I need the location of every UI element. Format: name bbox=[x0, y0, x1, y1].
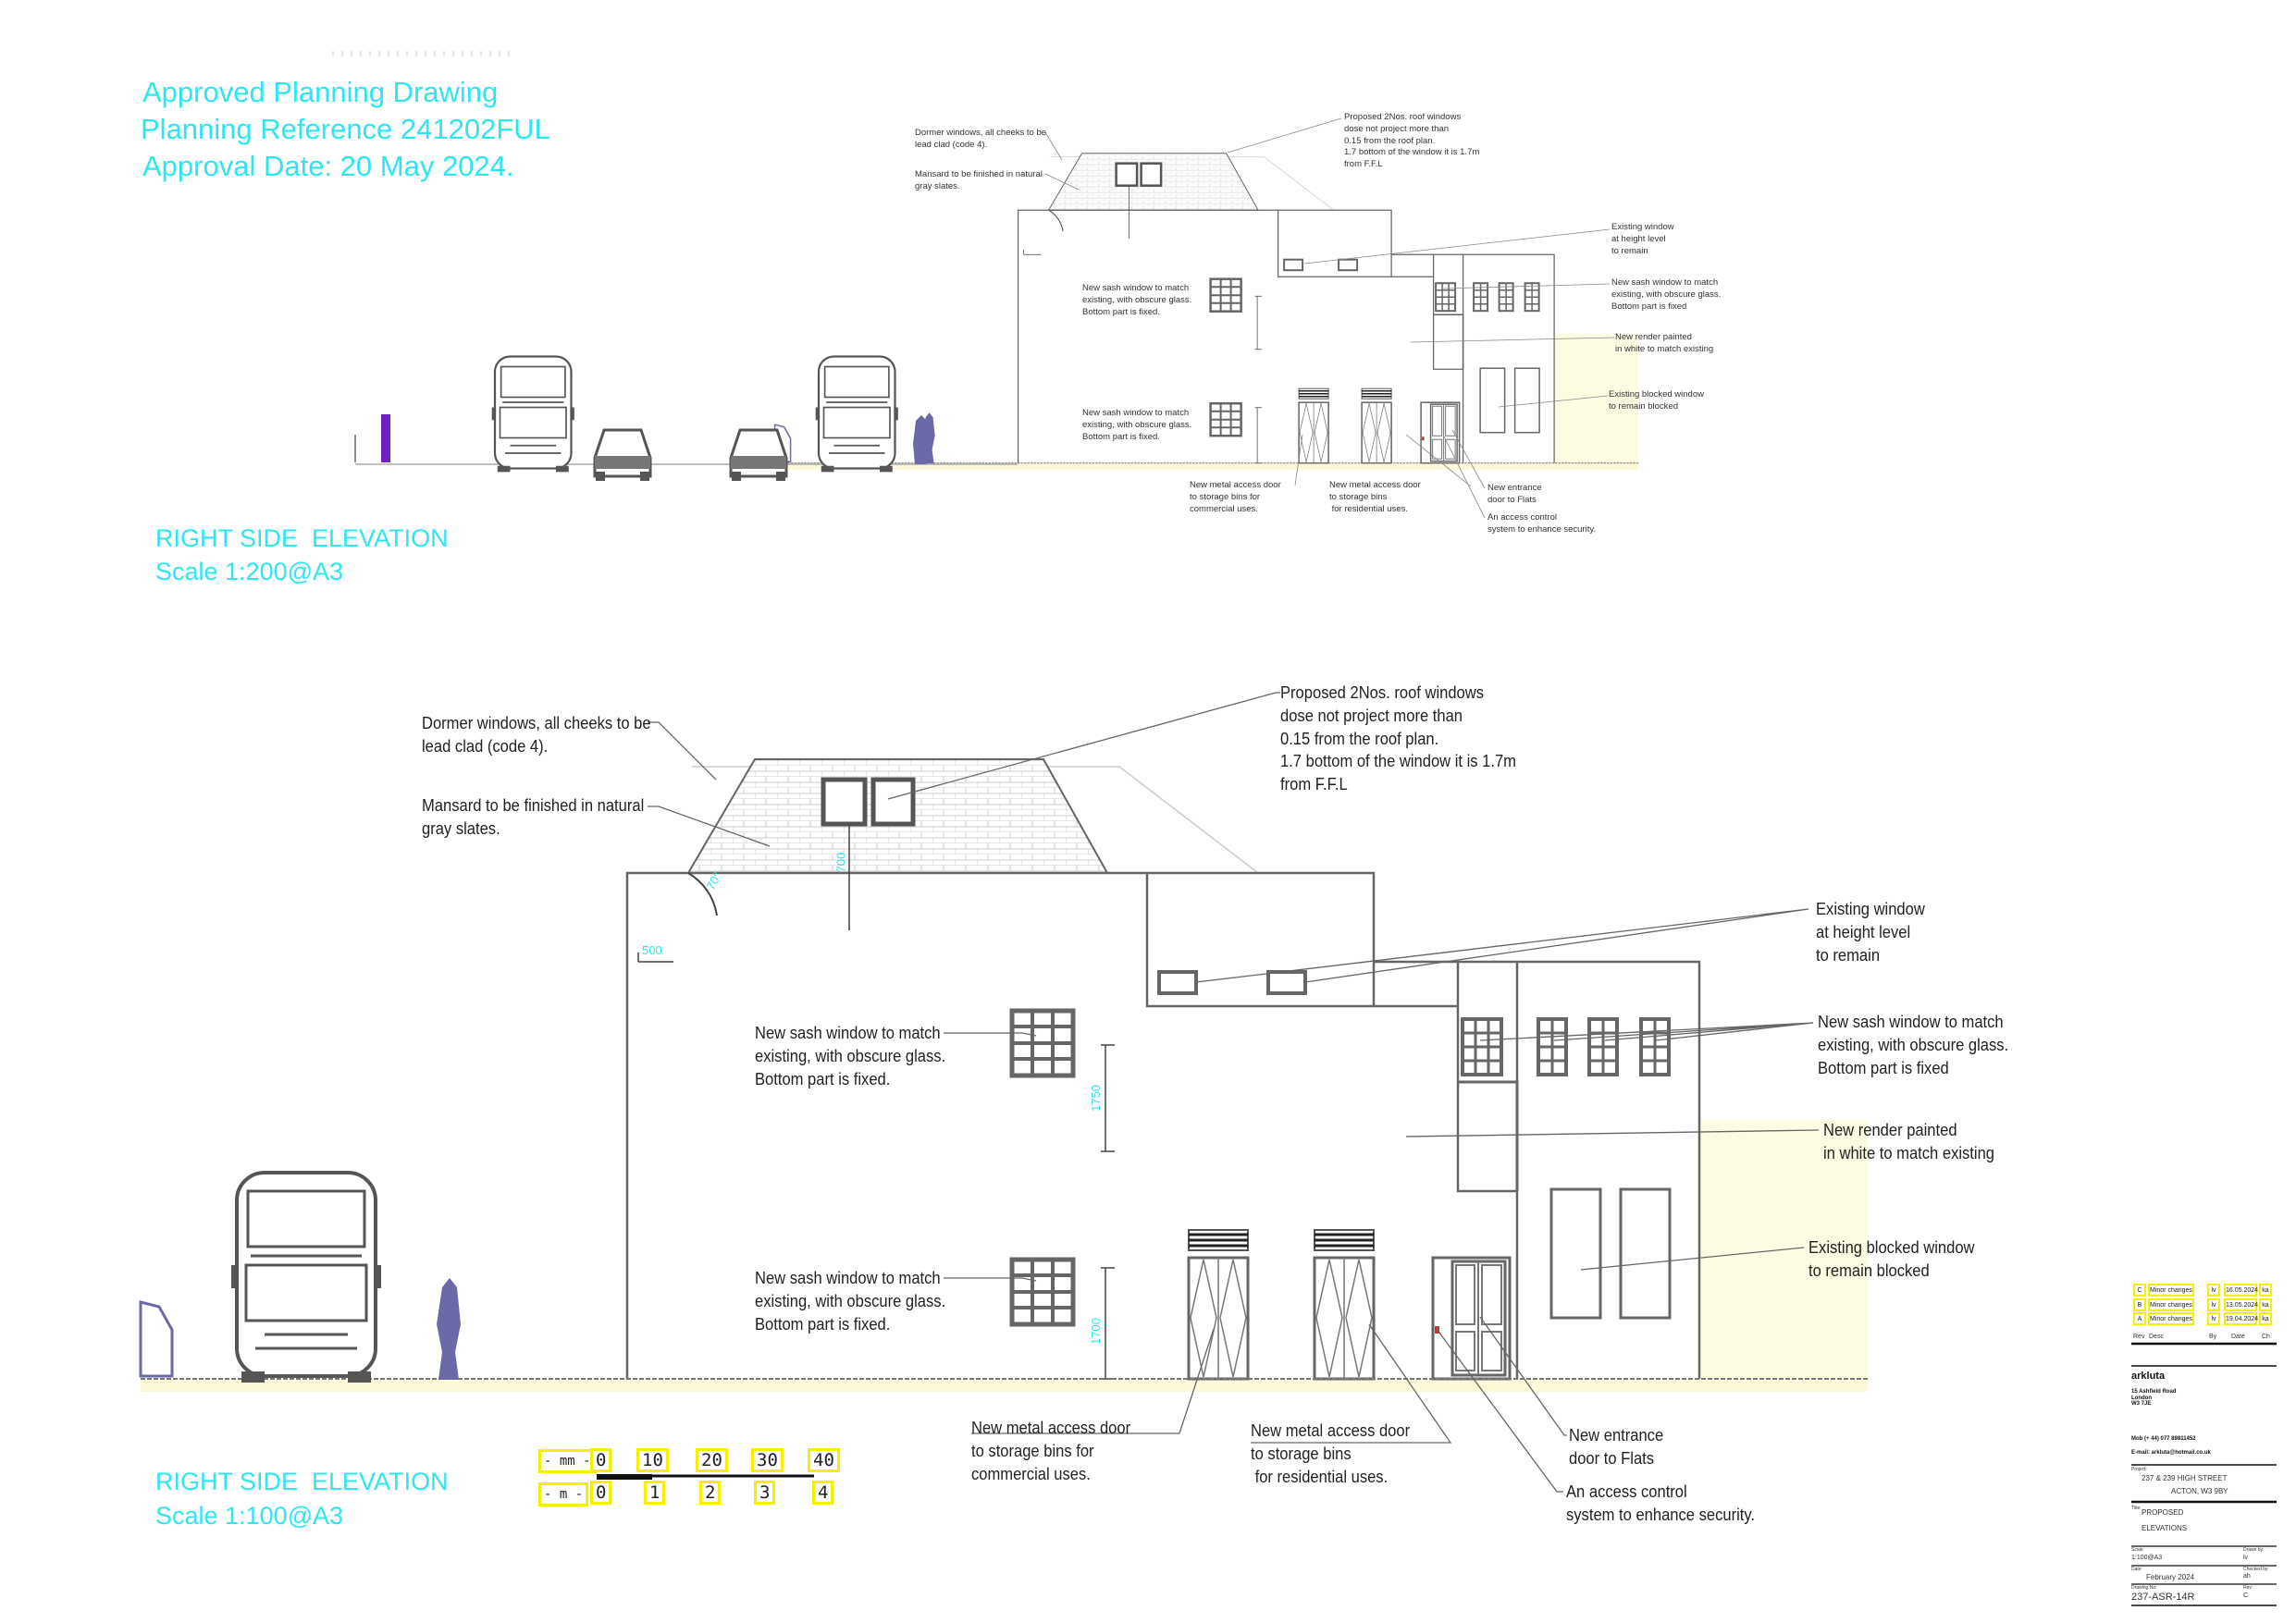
small-elevation-scale: Scale 1:200@A3 bbox=[155, 558, 344, 585]
scale-value: 1:100@A3 bbox=[2131, 1555, 2163, 1561]
planning-reference: Planning Reference 241202FUL bbox=[141, 113, 550, 145]
dim-lower-sill: 1700 bbox=[1088, 1318, 1103, 1345]
small-elevation bbox=[775, 154, 1639, 470]
dim-roof: 700 bbox=[833, 852, 848, 873]
title-block-frame bbox=[2131, 1342, 2277, 1606]
approval-title: Approved Planning Drawing bbox=[142, 76, 499, 108]
scale-label: Scale: bbox=[2131, 1547, 2144, 1553]
scale-mm-tick: 40 bbox=[808, 1448, 840, 1472]
note-blocked-window: Existing blocked window to remain blocke… bbox=[1808, 1238, 1975, 1280]
scale-mm-label: - mm - bbox=[538, 1449, 597, 1473]
note-sash-left-lower: New sash window to match existing, with … bbox=[755, 1269, 946, 1334]
project-line1: 237 & 239 HIGH STREET bbox=[2142, 1474, 2228, 1482]
small-note-sash-left-lower: New sash window to match existing, with … bbox=[1082, 408, 1192, 442]
note-sash-left-upper: New sash window to match existing, with … bbox=[755, 1024, 946, 1088]
scale-m-tick: 4 bbox=[812, 1481, 834, 1505]
scale-m-label: - m - bbox=[538, 1482, 589, 1506]
scale-m-tick: 2 bbox=[699, 1481, 722, 1505]
small-note-blocked-window: Existing blocked window to remain blocke… bbox=[1609, 389, 1704, 412]
project-line2: ACTON, W3 9BY bbox=[2171, 1487, 2228, 1495]
large-elevation bbox=[141, 759, 1868, 1392]
small-note-dormer: Dormer windows, all cheeks to be lead cl… bbox=[915, 128, 1047, 150]
rev-header: Rev bbox=[2133, 1334, 2145, 1340]
small-note-existing-window: Existing window at height level to remai… bbox=[1611, 222, 1674, 256]
rev-value: C bbox=[2243, 1592, 2249, 1599]
rev-label: Rev: bbox=[2243, 1585, 2253, 1591]
date-value: February 2024 bbox=[2146, 1573, 2195, 1581]
small-note-door-commercial: New metal access door to storage bins fo… bbox=[1190, 480, 1281, 514]
project-label: Project: bbox=[2131, 1467, 2147, 1472]
scale-m-tick: 1 bbox=[644, 1481, 666, 1505]
note-entrance: New entrance door to Flats bbox=[1569, 1426, 1664, 1468]
desc-header: Desc bbox=[2149, 1334, 2164, 1340]
scale-mm-tick: 0 bbox=[590, 1448, 612, 1472]
drawn-value: lv bbox=[2243, 1555, 2249, 1561]
date-label: Date: bbox=[2131, 1567, 2142, 1572]
scale-mm-tick: 20 bbox=[696, 1448, 728, 1472]
by-header: By bbox=[2209, 1334, 2217, 1340]
company-address: 15 Ashfield Road London W3 7JE bbox=[2131, 1389, 2177, 1408]
ch-header: Ch bbox=[2262, 1334, 2270, 1340]
note-mansard: Mansard to be finished in natural gray s… bbox=[422, 796, 645, 838]
small-note-sash-left-upper: New sash window to match existing, with … bbox=[1082, 283, 1192, 317]
company-mobile: Mob (+ 44) 077 89811452 bbox=[2131, 1436, 2196, 1442]
dim-parapet: 500 bbox=[642, 943, 662, 957]
scale-m-tick: 3 bbox=[754, 1481, 776, 1505]
leader-lines bbox=[648, 692, 1820, 1493]
note-door-commercial: New metal access door to storage bins fo… bbox=[971, 1419, 1131, 1483]
scale-m-tick: 0 bbox=[590, 1481, 612, 1505]
drawn-label: Drawn by: bbox=[2243, 1547, 2265, 1553]
note-render: New render painted in white to match exi… bbox=[1823, 1121, 1995, 1162]
scale-mm-tick: 30 bbox=[751, 1448, 784, 1472]
drawing-no-label: Drawing No: bbox=[2131, 1585, 2157, 1591]
title-line1: PROPOSED bbox=[2142, 1508, 2184, 1517]
large-elevation-title: RIGHT SIDE ELEVATION bbox=[155, 1468, 449, 1495]
approval-date: Approval Date: 20 May 2024. bbox=[142, 150, 514, 182]
title-label: Title: bbox=[2131, 1506, 2142, 1511]
small-elevation-title: RIGHT SIDE ELEVATION bbox=[155, 524, 449, 552]
scale-mm-tick: 10 bbox=[636, 1448, 669, 1472]
small-note-access-control: An access control system to enhance secu… bbox=[1487, 512, 1597, 535]
small-note-entrance: New entrance door to Flats bbox=[1487, 483, 1542, 505]
checked-label: Checked by: bbox=[2243, 1567, 2269, 1572]
note-door-residential: New metal access door to storage bins fo… bbox=[1251, 1421, 1411, 1486]
note-sash-right: New sash window to match existing, with … bbox=[1818, 1013, 2009, 1077]
small-note-sash-right: New sash window to match existing, with … bbox=[1611, 277, 1722, 312]
checked-value: ah bbox=[2243, 1573, 2251, 1580]
scale-bar-line bbox=[597, 1474, 814, 1480]
small-note-door-residential: New metal access door to storage bins fo… bbox=[1329, 480, 1421, 514]
leader-lines-small bbox=[1044, 117, 1615, 519]
small-note-mansard: Mansard to be finished in natural gray s… bbox=[915, 169, 1043, 191]
small-streetscape bbox=[354, 355, 1018, 483]
dim-upper-sill: 1750 bbox=[1088, 1085, 1103, 1112]
note-dormer: Dormer windows, all cheeks to be lead cl… bbox=[422, 714, 651, 756]
company-email: E-mail: arkluta@hotmail.co.uk bbox=[2131, 1450, 2211, 1456]
title-line2: ELEVATIONS bbox=[2142, 1524, 2188, 1532]
small-note-roof-windows: Proposed 2Nos. roof windows dose not pro… bbox=[1344, 112, 1480, 170]
note-access-control: An access control system to enhance secu… bbox=[1566, 1482, 1756, 1524]
note-existing-window: Existing window at height level to remai… bbox=[1816, 900, 1925, 965]
company-name: arkluta bbox=[2131, 1371, 2166, 1382]
drawing-no-value: 237-ASR-14R bbox=[2131, 1592, 2195, 1603]
small-note-render: New render painted in white to match exi… bbox=[1615, 332, 1714, 354]
date-header: Date bbox=[2231, 1334, 2245, 1340]
large-elevation-scale: Scale 1:100@A3 bbox=[155, 1502, 344, 1530]
note-roof-windows: Proposed 2Nos. roof windows dose not pro… bbox=[1280, 683, 1516, 794]
